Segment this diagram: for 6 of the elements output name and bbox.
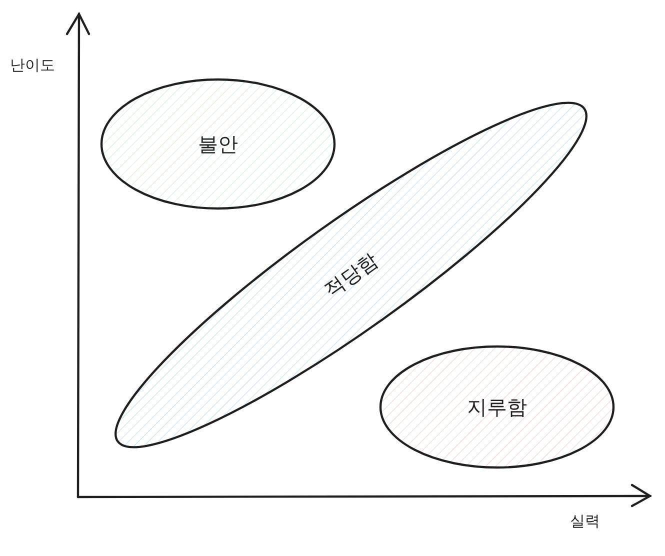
ellipse-region <box>379 345 615 469</box>
y-axis-label: 난이도 <box>10 56 55 75</box>
region-label: 지루함 <box>467 394 527 420</box>
region-label: 불안 <box>198 130 238 158</box>
x-axis-label: 실력 <box>570 512 600 531</box>
ellipse-region <box>100 78 336 210</box>
